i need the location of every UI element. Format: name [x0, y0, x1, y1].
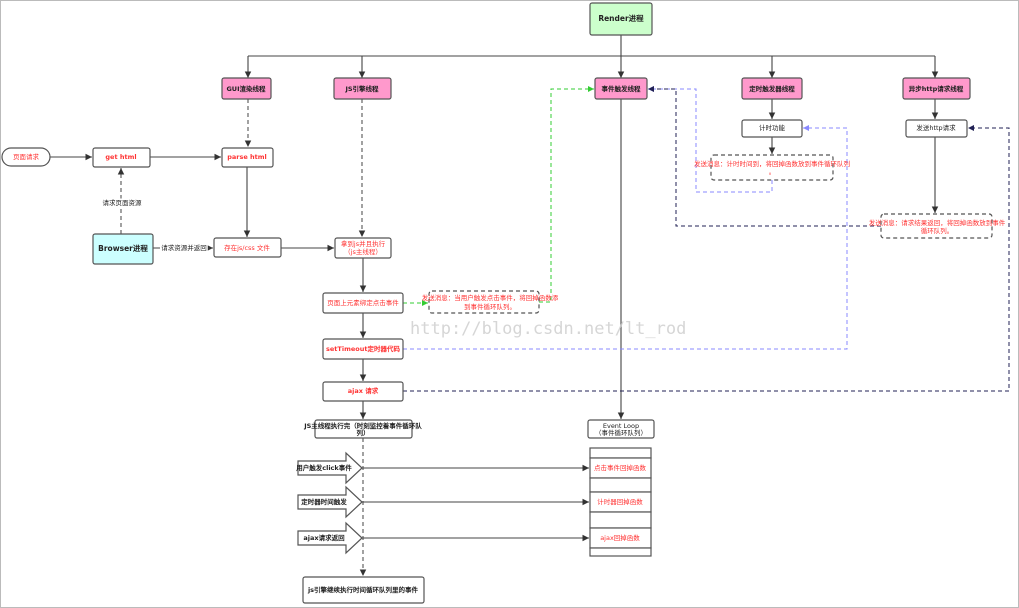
- click-message-line2: 到事件循环队列。: [464, 302, 516, 311]
- get-html-label: get html: [105, 153, 136, 161]
- gui-thread-label: GUI渲染线程: [226, 84, 266, 93]
- bind-click-label: 页面上元素绑定点击事件: [327, 298, 399, 307]
- render-label: Render进程: [598, 13, 644, 23]
- http-message-line1: 发送消息：请求结果返回，将回掉函数放到事件: [869, 218, 1006, 227]
- render-process: [589, 2, 653, 36]
- timer-thread-label: 定时触发器线程: [748, 84, 795, 93]
- run-js: [334, 237, 392, 259]
- gui-thread: [221, 77, 272, 100]
- js-main-done: [314, 419, 413, 439]
- settimeout-code: [322, 338, 404, 360]
- timing: [741, 119, 803, 138]
- request-return-label: 请求资源并返回: [161, 243, 207, 252]
- request-resource-label: 请求页面资源: [103, 198, 143, 207]
- timer-message: [710, 154, 834, 181]
- http-thread-label: 异步http请求线程: [909, 84, 964, 93]
- ajax-label: ajax 请求: [348, 386, 379, 395]
- ajax-request: [322, 381, 404, 402]
- send-http: [905, 119, 968, 138]
- js-thread: [333, 77, 392, 100]
- js-main-done-line2: 列）: [357, 428, 370, 437]
- watermark: http://blog.csdn.net/lt_rod: [410, 319, 686, 339]
- http-message: [880, 213, 993, 239]
- trigger-timer-label: 定时器时间触发: [300, 497, 347, 506]
- http-message-line2: 循环队列。: [921, 226, 954, 235]
- click-message-line1: 发送消息：当用户触发点击事件，将回掉函数添: [422, 293, 559, 302]
- event-thread-label: 事件触发线程: [602, 84, 642, 93]
- timer-message-line2: 。: [769, 168, 776, 176]
- trigger-arrows: [297, 451, 363, 555]
- run-js-label: 拿到js并且执行: [341, 239, 386, 248]
- send-http-label: 发送http请求: [916, 123, 956, 132]
- timer-thread: [741, 77, 803, 100]
- bind-click: [322, 292, 404, 314]
- event-loop: [587, 419, 655, 439]
- queue-click-callback: 点击事件回掉函数: [594, 463, 647, 472]
- get-html: [92, 147, 151, 168]
- parse-html: [221, 147, 274, 168]
- js-continue-label: js引擎继续执行时间循环队列里的事件: [307, 585, 419, 594]
- timer-message-line1: 发送消息：计时时间到，将回掉函数放到事件循环队列: [694, 159, 850, 168]
- queue-ajax-callback: ajax回掉函数: [600, 533, 640, 542]
- event-thread: [594, 77, 648, 100]
- js-css-label: 存在js/css 文件: [224, 243, 270, 252]
- trigger-ajax-label: ajax请求返回: [303, 533, 345, 542]
- browser-process: [92, 233, 154, 265]
- timing-label: 计时功能: [759, 123, 786, 132]
- js-thread-label: JS引擎线程: [344, 84, 379, 93]
- page-request: [1, 147, 51, 167]
- trigger-click-label: 用户触发click事件: [295, 463, 352, 472]
- js-continue: [302, 576, 425, 604]
- click-message: [428, 290, 540, 314]
- queue-timer-callback: 计时器回掉函数: [597, 497, 643, 506]
- browser-label: Browser进程: [98, 243, 148, 253]
- connectors: [50, 35, 1010, 576]
- settimeout-label: setTimeout定时器代码: [326, 344, 400, 353]
- event-loop-label: Event Loop: [603, 422, 639, 430]
- js-css-files: [213, 237, 282, 258]
- js-main-done-line1: JS主线程执行完（时刻监控着事件循环队: [303, 421, 422, 430]
- event-loop-sublabel: （事件循环队列）: [595, 428, 647, 437]
- parse-html-label: parse html: [227, 153, 267, 161]
- http-thread: [902, 77, 971, 100]
- event-queue: [589, 447, 652, 557]
- page-request-label: 页面请求: [13, 152, 40, 161]
- run-js-sublabel: （js主线程）: [344, 247, 382, 256]
